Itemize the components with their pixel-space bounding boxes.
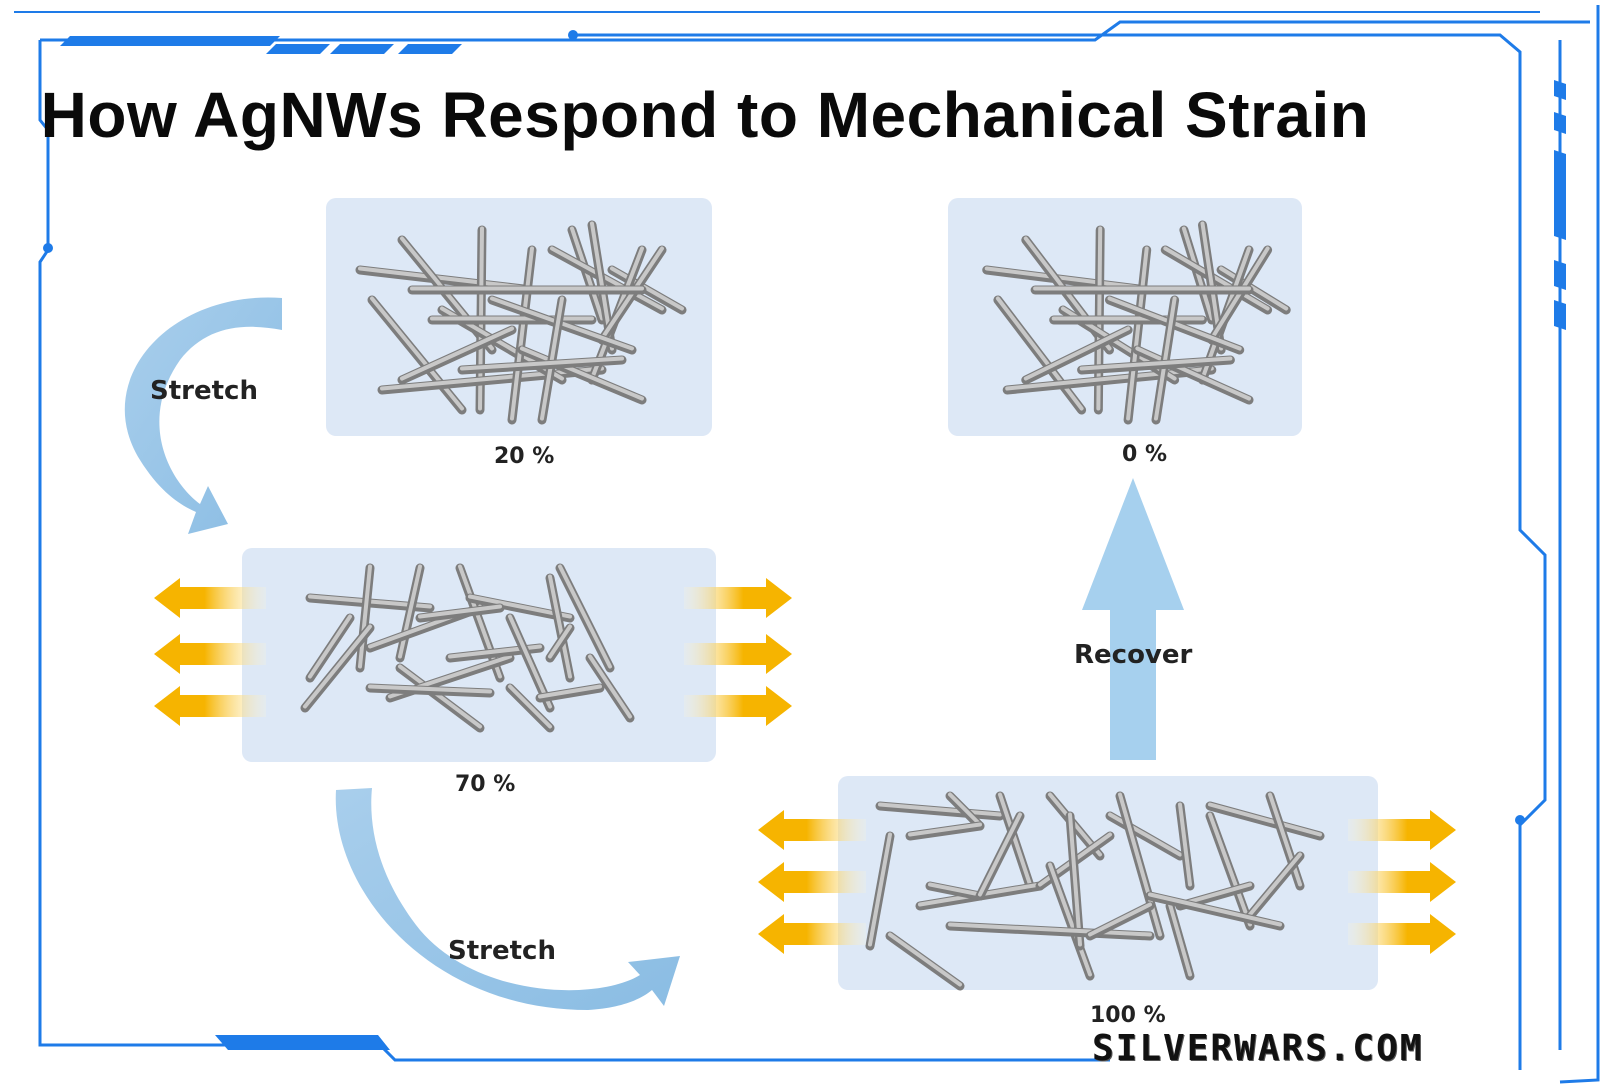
nanowire-highlight xyxy=(888,932,962,987)
nanowire-highlight xyxy=(995,296,1084,411)
nanowire-highlight xyxy=(984,266,1149,291)
nanowire-highlight xyxy=(370,296,464,411)
nanowire-network-0 xyxy=(982,220,1291,425)
curved-arrow-icon xyxy=(124,297,282,534)
nanowire-highlight xyxy=(1248,852,1302,917)
curved-arrow-icon xyxy=(335,788,680,1010)
page-title: How AgNWs Respond to Mechanical Strain xyxy=(40,79,1370,151)
nanowire-network-20 xyxy=(355,220,687,425)
nanowire-highlight xyxy=(358,564,372,669)
nanowire-highlight xyxy=(358,266,534,291)
force-arrow-icon xyxy=(684,686,792,726)
nanowire-highlight xyxy=(1088,902,1152,937)
nanowire-highlight xyxy=(550,246,664,311)
nanowire-highlight xyxy=(398,664,482,729)
nanowire-highlight xyxy=(878,802,1002,817)
nanowire-highlight xyxy=(458,564,502,679)
nanowire-highlight xyxy=(998,792,1032,887)
nanowire-highlight xyxy=(1168,902,1192,977)
nanowire-highlight xyxy=(978,812,1022,897)
nanowire-highlight xyxy=(308,614,352,679)
nanowire-highlight xyxy=(400,326,514,381)
nanowire-highlight xyxy=(1219,266,1289,311)
force-arrow-icon xyxy=(758,862,866,902)
nanowire-highlight xyxy=(540,296,564,421)
nanowire-highlight xyxy=(508,684,552,729)
nanowire-highlight xyxy=(588,654,632,719)
nanowire-highlight xyxy=(908,822,982,837)
nanowire-highlight xyxy=(538,684,602,699)
nanowire-highlight xyxy=(1068,812,1082,947)
force-arrow-icon xyxy=(758,914,866,954)
nanowire-highlight xyxy=(1163,246,1270,311)
force-arrow-icon xyxy=(1348,810,1456,850)
nanowire-highlight xyxy=(1023,326,1131,381)
nanowire-highlight xyxy=(520,346,644,401)
nanowire-network-100 xyxy=(865,791,1325,991)
nanowire-highlight xyxy=(508,614,552,709)
force-arrow-icon xyxy=(154,686,266,726)
brand-watermark: SILVERWARS.COM xyxy=(1092,1028,1424,1069)
state-label-20: 20 % xyxy=(494,444,555,469)
force-arrow-icon xyxy=(684,578,792,618)
force-arrow-icon xyxy=(1348,862,1456,902)
nanowire-highlight xyxy=(368,684,492,694)
recover-label: Recover xyxy=(1074,640,1193,670)
nanowire-highlight xyxy=(948,792,982,827)
force-arrow-icon xyxy=(684,634,792,674)
nanowire-highlight xyxy=(610,266,684,311)
nanowire-highlight xyxy=(1178,802,1192,887)
nanowire-highlight xyxy=(418,604,502,619)
nanowire-highlight xyxy=(510,246,534,421)
nanowire-highlight xyxy=(1126,246,1149,421)
nanowire-highlight xyxy=(1135,346,1251,401)
nanowire-highlight xyxy=(948,922,1152,937)
nanowire-highlight xyxy=(928,882,982,897)
stretch-label-2: Stretch xyxy=(448,936,556,966)
nanowire-highlight xyxy=(1079,356,1233,371)
force-arrow-icon xyxy=(154,578,266,618)
nanowire-highlight xyxy=(548,624,572,659)
nanowire-network-70 xyxy=(300,563,635,733)
state-label-0: 0 % xyxy=(1122,442,1168,467)
nanowire-highlight xyxy=(1118,792,1162,937)
force-arrow-icon xyxy=(1348,914,1456,954)
nanowire-highlight xyxy=(1268,792,1302,887)
nanowire-highlight xyxy=(1154,296,1177,421)
state-label-70: 70 % xyxy=(455,772,516,797)
state-label-100: 100 % xyxy=(1090,1003,1166,1028)
nanowire-highlight xyxy=(1208,802,1322,837)
up-arrow-icon xyxy=(1082,478,1184,760)
force-arrow-icon xyxy=(154,634,266,674)
nanowire-highlight xyxy=(303,624,372,709)
nanowire-highlight xyxy=(460,356,624,371)
stretch-label-1: Stretch xyxy=(150,376,258,406)
nanowire-highlight xyxy=(1108,812,1182,857)
nanowire-highlight xyxy=(398,564,422,659)
force-arrow-icon xyxy=(758,810,866,850)
nanowire-highlight xyxy=(548,574,572,679)
nanowire-highlight xyxy=(1048,862,1092,977)
nanowire-highlight xyxy=(1208,812,1252,927)
nanowire-highlight xyxy=(558,564,612,669)
nanowire-highlight xyxy=(868,832,892,947)
nanowire-highlight xyxy=(1148,892,1282,927)
